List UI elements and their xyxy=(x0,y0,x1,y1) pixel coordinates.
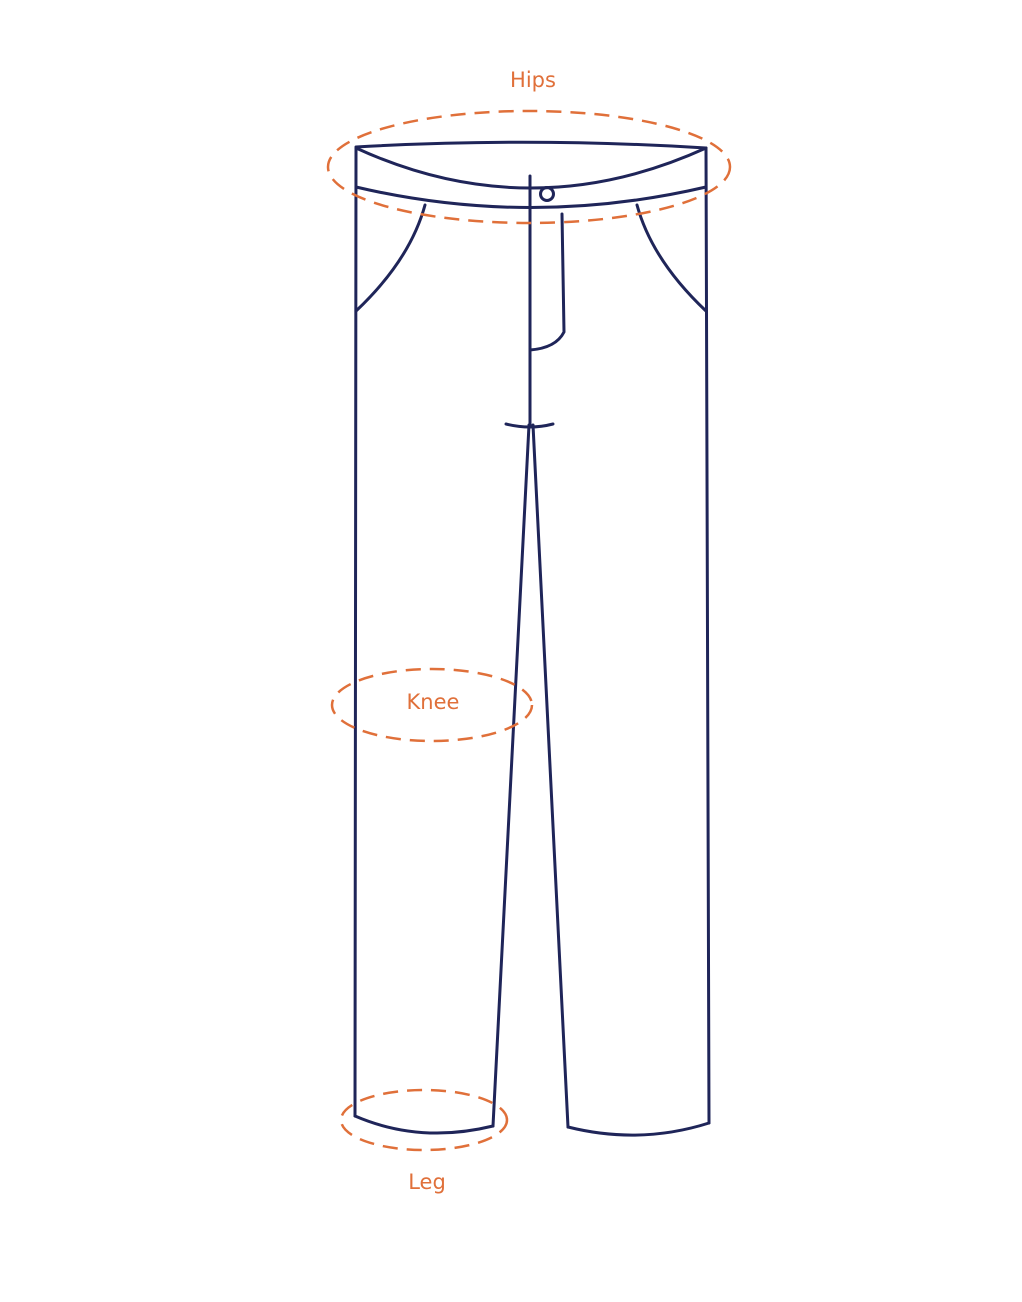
waistband-top xyxy=(354,140,708,150)
leg-label: Leg xyxy=(408,1170,446,1194)
left-pocket xyxy=(354,203,427,313)
hips-label: Hips xyxy=(510,68,556,92)
knee-measure-marker xyxy=(330,667,534,743)
knee-label: Knee xyxy=(407,690,460,714)
right-hem xyxy=(566,1121,711,1137)
leg-measure-marker xyxy=(339,1088,509,1152)
fly-stitch xyxy=(528,212,566,352)
left-inseam xyxy=(491,423,531,1128)
button-icon xyxy=(539,186,555,202)
trousers-icon xyxy=(353,140,711,1137)
right-pocket xyxy=(635,203,708,313)
right-outer-seam xyxy=(704,146,711,1125)
hips-measure-marker xyxy=(326,109,732,225)
crotch-curve xyxy=(504,422,555,429)
right-inseam xyxy=(531,423,570,1129)
left-outer-seam xyxy=(353,146,358,1118)
left-hem xyxy=(353,1114,495,1135)
